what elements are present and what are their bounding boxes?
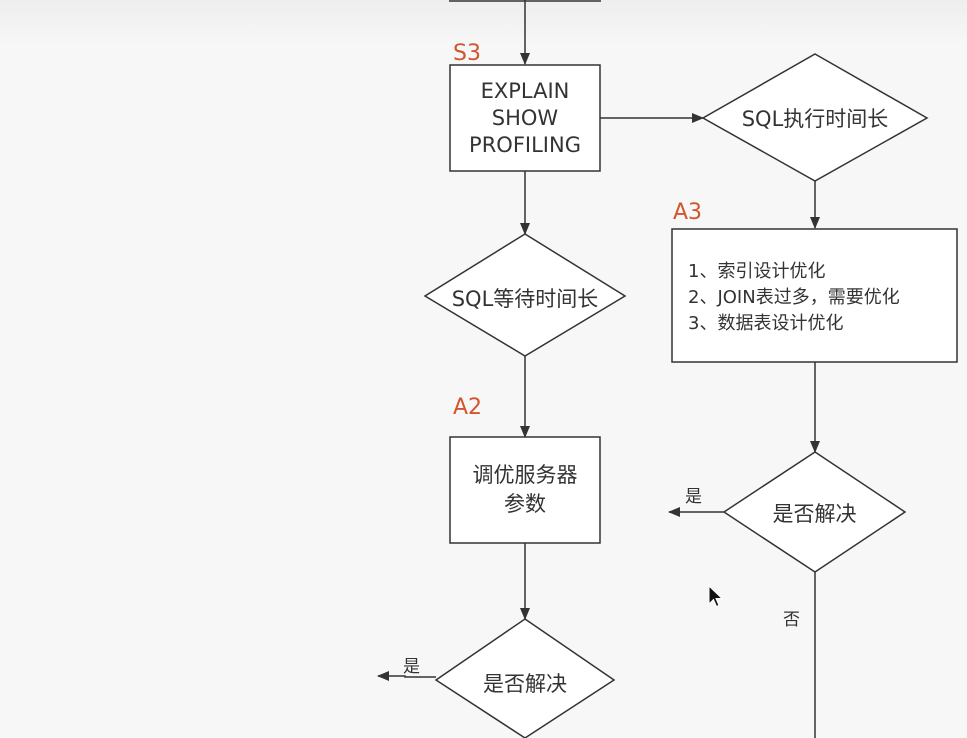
connector-resolved-left-yes [377,671,436,681]
resolved-left-yes-label: 是 [403,657,420,677]
resolved-left-label: 是否解决 [483,672,567,696]
wait-long-label: SQL等待时间长 [451,287,599,311]
resolved-right-yes-label: 是 [685,487,702,507]
explain-box-shape [449,64,601,172]
optimize-list-box-shape [671,228,958,363]
wait-long-diamond-shape [423,233,627,357]
resolved-left-diamond-shape [434,618,616,738]
step-tag-a3: A3 [673,200,703,225]
resolved-right-label: 是否解决 [772,502,857,526]
step-tag-s3: S3 [453,41,481,66]
tune-server-box-shape [449,436,601,544]
resolved-right-diamond-shape [722,451,907,573]
explain-box-label: EXPLAIN SHOW PROFILING [469,78,581,157]
optimize-list-item: 3、数据表设计优化 [688,313,844,334]
optimize-list: 1、索引设计优化 2、JOIN表过多，需要优化 3、数据表设计优化 [688,259,900,337]
step-tag-a2: A2 [453,395,483,420]
optimize-list-item: 1、索引设计优化 [688,261,826,282]
resolved-right-no-label: 否 [783,610,800,630]
exec-long-label: SQL执行时间长 [741,107,889,131]
optimize-list-item: 2、JOIN表过多，需要优化 [688,287,900,308]
tune-server-label: 调优服务器 参数 [472,463,578,516]
mouse-pointer-icon [708,585,724,608]
exec-long-diamond-shape [701,53,929,182]
